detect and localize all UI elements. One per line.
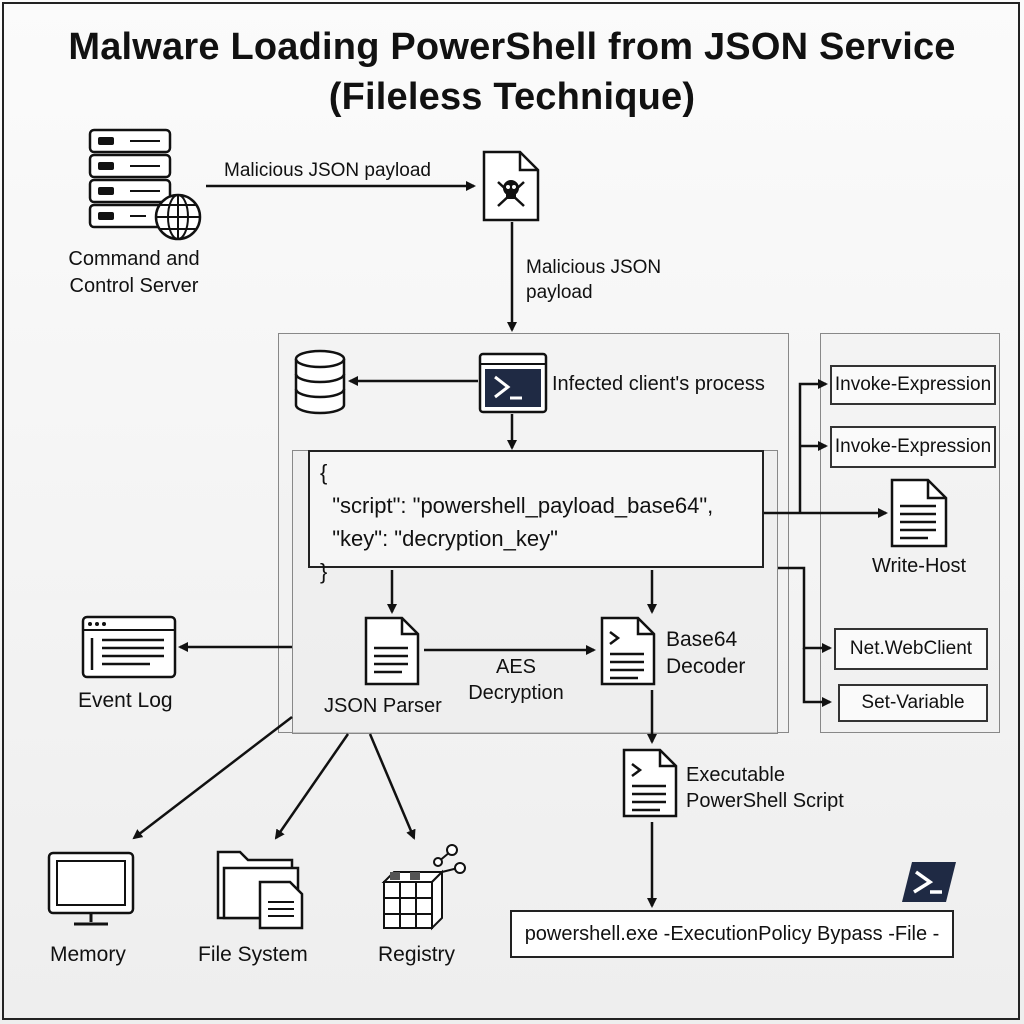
- parser-document-icon: [364, 616, 420, 686]
- write-host-label: Write-Host: [872, 555, 967, 577]
- command-invoke-expression-1: Invoke-Expression: [830, 365, 996, 405]
- event-log-window-icon: [81, 615, 177, 679]
- decoder-document-icon: [600, 616, 656, 686]
- script-document-icon: [622, 748, 678, 818]
- final-command-box: powershell.exe -ExecutionPolicy Bypass -…: [510, 910, 954, 958]
- server-globe-icon: [88, 128, 202, 241]
- json-key-line: "key": "decryption_key": [320, 526, 558, 551]
- monitor-icon: [47, 851, 135, 926]
- command-invoke-expression-2: Invoke-Expression: [830, 426, 996, 468]
- base64-decoder-label: Base64 Decoder: [666, 628, 746, 678]
- c2-server-label: Command and Control Server: [68, 248, 200, 297]
- folder-file-icon: [216, 850, 304, 930]
- write-host-document-icon: [890, 478, 948, 548]
- json-parser-label: JSON Parser: [324, 695, 442, 717]
- registry-label: Registry: [378, 943, 456, 966]
- registry-blocks-icon: [381, 844, 466, 931]
- memory-label: Memory: [50, 943, 126, 966]
- aes-decryption-label: AES Decryption: [468, 656, 564, 704]
- process-label: Infected client's process: [552, 373, 765, 395]
- diagram-title: Malware Loading PowerShell from JSON Ser…: [68, 26, 956, 118]
- powershell-logo-icon: [902, 862, 956, 902]
- event-log-label: Event Log: [78, 689, 173, 712]
- database-icon: [294, 349, 346, 415]
- file-system-label: File System: [198, 943, 308, 966]
- powershell-window-icon: [478, 352, 548, 414]
- command-set-variable: Set-Variable: [838, 684, 988, 722]
- payload-process-arrow-label: Malicious JSON payload: [526, 257, 662, 303]
- command-net-webclient: Net.WebClient: [834, 628, 988, 670]
- json-script-line: "script": "powershell_payload_base64",: [320, 493, 714, 518]
- json-close-brace: }: [320, 559, 328, 584]
- skull-file-icon: [482, 150, 540, 222]
- c2-payload-arrow-label: Malicious JSON payload: [224, 160, 431, 181]
- json-open-brace: {: [320, 460, 328, 485]
- executable-script-label: Executable PowerShell Script: [686, 764, 844, 812]
- json-payload-box: { "script": "powershell_payload_base64",…: [308, 450, 764, 584]
